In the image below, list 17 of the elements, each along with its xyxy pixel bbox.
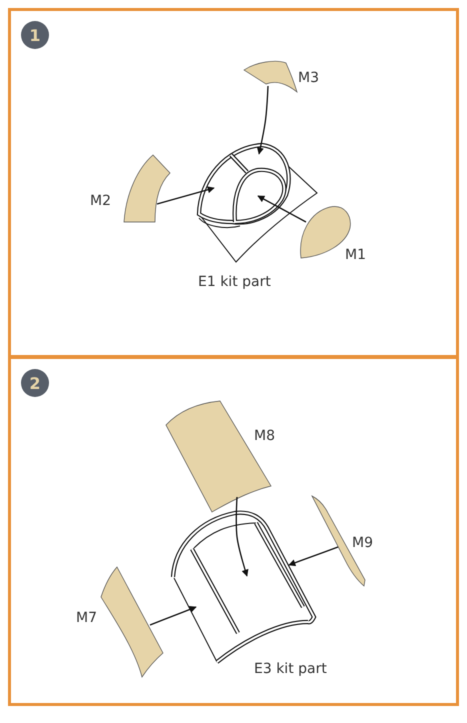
part-label: E3 kit part xyxy=(254,661,327,677)
arrow xyxy=(288,546,338,566)
step-panel xyxy=(8,8,459,358)
mask-label: M7 xyxy=(76,610,97,626)
arrow xyxy=(256,86,269,155)
arrow xyxy=(257,195,306,223)
step-number: 2 xyxy=(21,369,49,397)
mask-label: M3 xyxy=(298,70,319,86)
mask-label: M8 xyxy=(254,428,275,444)
mask-label: M9 xyxy=(352,535,373,551)
part-label: E1 kit part xyxy=(198,274,271,290)
step-panel xyxy=(8,356,459,706)
step-number: 1 xyxy=(21,21,49,49)
mask-label: M2 xyxy=(90,193,111,209)
arrow xyxy=(150,606,197,626)
mask-label: M1 xyxy=(345,247,366,263)
arrow xyxy=(156,186,215,205)
